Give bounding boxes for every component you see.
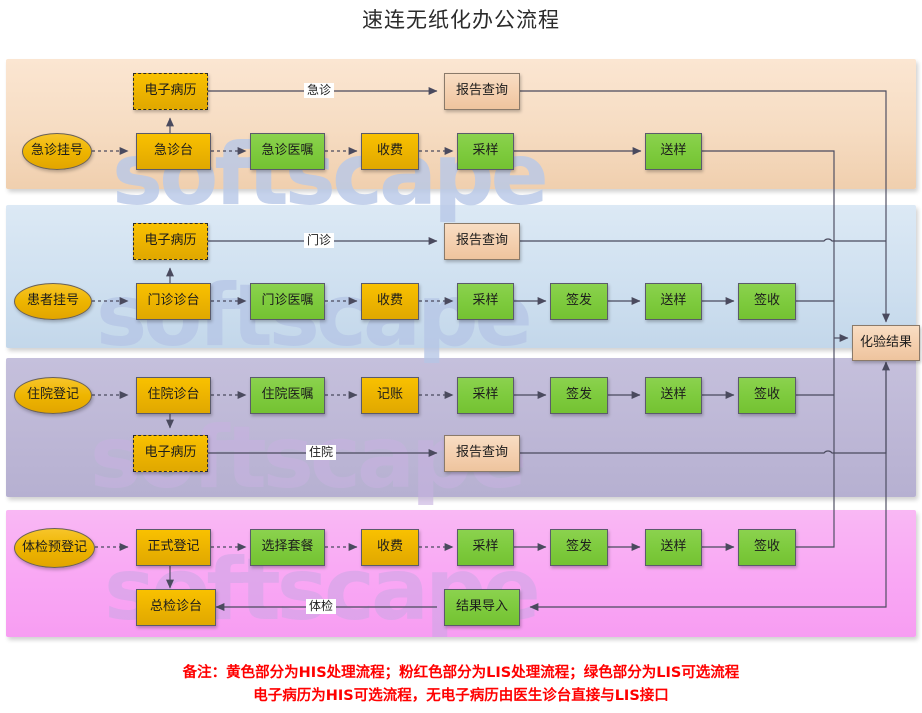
node-receive-outpatient[interactable]: 签收 [738,283,796,320]
node-sampling-inpatient[interactable]: 采样 [457,377,514,414]
wire-label-outpatient: 门诊 [304,233,335,248]
node-fee-checkup[interactable]: 收费 [361,529,419,566]
node-receive-inpatient[interactable]: 签收 [738,377,796,414]
node-registration-emergency[interactable]: 急诊挂号 [22,133,92,170]
node-result-import-checkup[interactable]: 结果导入 [444,589,520,626]
node-send-sample-outpatient[interactable]: 送样 [645,283,702,320]
node-fee-emergency[interactable]: 收费 [361,133,419,170]
node-lab-result[interactable]: 化验结果 [852,325,920,361]
note-line-1: 备注：黄色部分为HIS处理流程；粉红色部分为LIS处理流程；绿色部分为LIS可选… [182,665,740,681]
node-desk-outpatient[interactable]: 门诊诊台 [136,283,211,320]
note-line-2: 电子病历为HIS可选流程，无电子病历由医生诊台直接与LIS接口 [253,688,669,704]
node-send-sample-checkup[interactable]: 送样 [645,529,702,566]
node-sampling-emergency[interactable]: 采样 [457,133,514,170]
node-emr-inpatient[interactable]: 电子病历 [133,435,208,472]
node-receive-checkup[interactable]: 签收 [738,529,796,566]
node-report-emergency[interactable]: 报告查询 [444,73,520,110]
node-sampling-checkup[interactable]: 采样 [457,529,514,566]
node-order-inpatient[interactable]: 住院医嘱 [250,377,325,414]
node-charge-inpatient[interactable]: 记账 [361,377,419,414]
node-desk-emergency[interactable]: 急诊台 [136,133,211,170]
page-title: 速连无纸化办公流程 [362,8,560,32]
node-final-desk-checkup[interactable]: 总检诊台 [136,589,216,626]
node-sampling-outpatient[interactable]: 采样 [457,283,514,320]
node-report-outpatient[interactable]: 报告查询 [444,223,520,260]
node-emr-emergency[interactable]: 电子病历 [133,73,208,110]
node-issue-inpatient[interactable]: 签发 [550,377,608,414]
node-formal-registration-checkup[interactable]: 正式登记 [136,529,211,566]
wire-label-inpatient: 住院 [306,445,337,460]
node-desk-inpatient[interactable]: 住院诊台 [136,377,211,414]
node-send-sample-emergency[interactable]: 送样 [645,133,702,170]
node-issue-outpatient[interactable]: 签发 [550,283,608,320]
node-send-sample-inpatient[interactable]: 送样 [645,377,702,414]
node-issue-checkup[interactable]: 签发 [550,529,608,566]
node-emr-outpatient[interactable]: 电子病历 [133,223,208,260]
wire-label-checkup: 体检 [306,599,337,614]
node-order-outpatient[interactable]: 门诊医嘱 [250,283,325,320]
node-registration-inpatient[interactable]: 住院登记 [14,377,92,414]
node-order-emergency[interactable]: 急诊医嘱 [250,133,325,170]
node-registration-outpatient[interactable]: 患者挂号 [14,283,92,320]
node-pre-registration-checkup[interactable]: 体检预登记 [14,528,95,568]
node-package-select-checkup[interactable]: 选择套餐 [250,529,325,566]
wire-label-emergency: 急诊 [304,83,335,98]
node-report-inpatient[interactable]: 报告查询 [444,435,520,472]
node-fee-outpatient[interactable]: 收费 [361,283,419,320]
